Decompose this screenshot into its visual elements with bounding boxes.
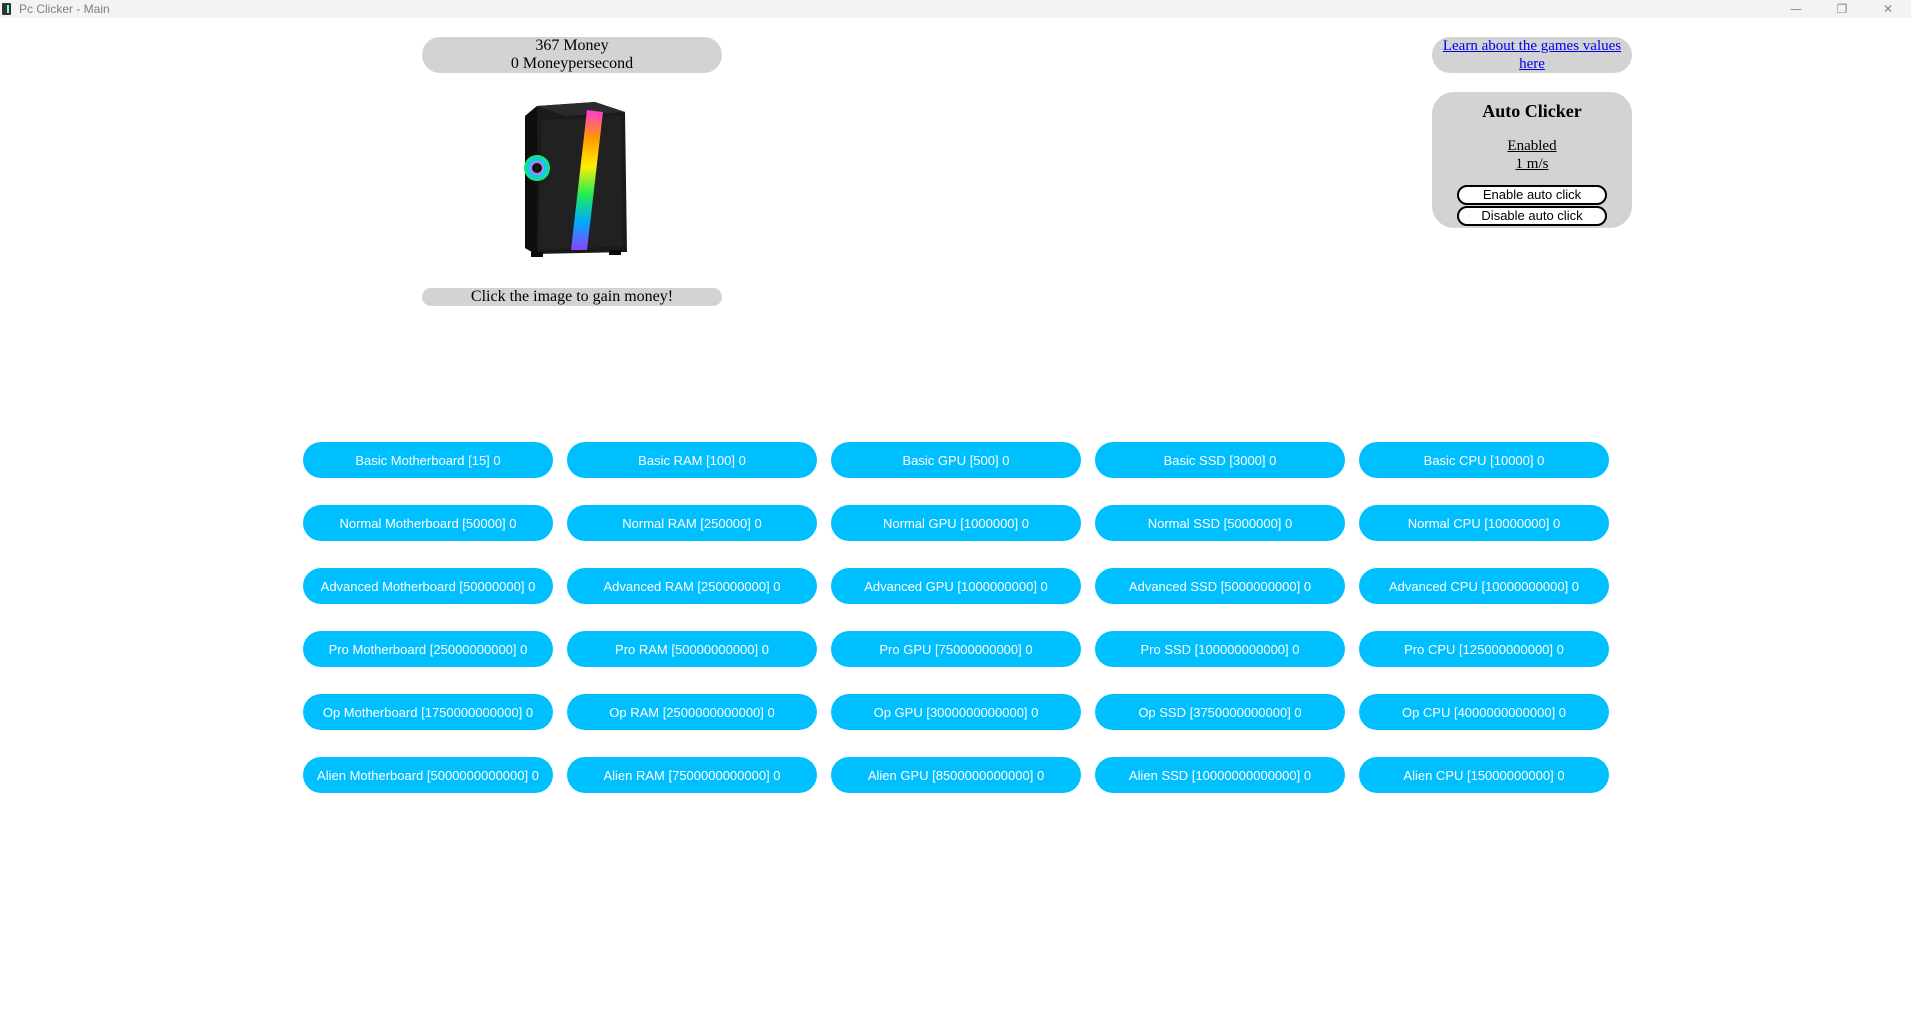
buy-op-ssd-button[interactable]: Op SSD [3750000000000] 0: [1095, 694, 1345, 730]
buy-alien-gpu-button[interactable]: Alien GPU [8500000000000] 0: [831, 757, 1081, 793]
learn-values-link[interactable]: Learn about the games values here: [1442, 38, 1622, 72]
restore-icon[interactable]: ❐: [1836, 2, 1848, 16]
buy-normal-gpu-button[interactable]: Normal GPU [1000000] 0: [831, 505, 1081, 541]
auto-clicker-status: Enabled: [1507, 138, 1557, 154]
auto-clicker-rate: 1 m/s: [1515, 156, 1549, 172]
buy-op-cpu-button[interactable]: Op CPU [4000000000000] 0: [1359, 694, 1609, 730]
buy-alien-ssd-button[interactable]: Alien SSD [10000000000000] 0: [1095, 757, 1345, 793]
title-bar: Pc Clicker - Main — ❐ ✕: [0, 0, 1911, 18]
auto-clicker-panel: Auto Clicker Enabled 1 m/s Enable auto c…: [1432, 92, 1632, 228]
buy-basic-ram-button[interactable]: Basic RAM [100] 0: [567, 442, 817, 478]
buy-normal-cpu-button[interactable]: Normal CPU [10000000] 0: [1359, 505, 1609, 541]
enable-auto-click-button[interactable]: Enable auto click: [1457, 185, 1607, 205]
buy-op-gpu-button[interactable]: Op GPU [3000000000000] 0: [831, 694, 1081, 730]
money-count: 367 Money: [535, 37, 609, 54]
buy-pro-motherboard-button[interactable]: Pro Motherboard [25000000000] 0: [303, 631, 553, 667]
disable-auto-click-button[interactable]: Disable auto click: [1457, 206, 1607, 226]
buy-advanced-ssd-button[interactable]: Advanced SSD [5000000000] 0: [1095, 568, 1345, 604]
buy-pro-cpu-button[interactable]: Pro CPU [125000000000] 0: [1359, 631, 1609, 667]
money-panel: 367 Money 0 Moneypersecond: [422, 37, 722, 73]
window-title: Pc Clicker - Main: [19, 2, 110, 16]
pc-case-body: [524, 102, 627, 257]
buy-advanced-cpu-button[interactable]: Advanced CPU [10000000000] 0: [1359, 568, 1609, 604]
buy-basic-gpu-button[interactable]: Basic GPU [500] 0: [831, 442, 1081, 478]
buy-alien-cpu-button[interactable]: Alien CPU [15000000000] 0: [1359, 757, 1609, 793]
buy-basic-motherboard-button[interactable]: Basic Motherboard [15] 0: [303, 442, 553, 478]
buy-pro-ram-button[interactable]: Pro RAM [50000000000] 0: [567, 631, 817, 667]
buy-advanced-ram-button[interactable]: Advanced RAM [250000000] 0: [567, 568, 817, 604]
buy-pro-gpu-button[interactable]: Pro GPU [75000000000] 0: [831, 631, 1081, 667]
buy-basic-cpu-button[interactable]: Basic CPU [10000] 0: [1359, 442, 1609, 478]
buy-op-ram-button[interactable]: Op RAM [2500000000000] 0: [567, 694, 817, 730]
buy-advanced-motherboard-button[interactable]: Advanced Motherboard [50000000] 0: [303, 568, 553, 604]
buy-alien-ram-button[interactable]: Alien RAM [7500000000000] 0: [567, 757, 817, 793]
buy-alien-motherboard-button[interactable]: Alien Motherboard [5000000000000] 0: [303, 757, 553, 793]
buy-basic-ssd-button[interactable]: Basic SSD [3000] 0: [1095, 442, 1345, 478]
auto-clicker-title: Auto Clicker: [1482, 101, 1582, 121]
buy-advanced-gpu-button[interactable]: Advanced GPU [1000000000] 0: [831, 568, 1081, 604]
buy-normal-ram-button[interactable]: Normal RAM [250000] 0: [567, 505, 817, 541]
app-icon: [2, 3, 11, 15]
buy-normal-ssd-button[interactable]: Normal SSD [5000000] 0: [1095, 505, 1345, 541]
buy-pro-ssd-button[interactable]: Pro SSD [100000000000] 0: [1095, 631, 1345, 667]
pc-case-image[interactable]: [517, 100, 629, 258]
minimize-icon[interactable]: —: [1790, 2, 1802, 16]
buy-op-motherboard-button[interactable]: Op Motherboard [1750000000000] 0: [303, 694, 553, 730]
money-per-second: 0 Moneypersecond: [510, 55, 634, 72]
close-icon[interactable]: ✕: [1882, 2, 1894, 16]
learn-panel: Learn about the games values here: [1432, 37, 1632, 73]
click-hint: Click the image to gain money!: [422, 288, 722, 306]
shop-grid: Basic Motherboard [15] 0 Basic RAM [100]…: [303, 442, 1609, 793]
buy-normal-motherboard-button[interactable]: Normal Motherboard [50000] 0: [303, 505, 553, 541]
window-controls: — ❐ ✕: [1773, 0, 1911, 18]
